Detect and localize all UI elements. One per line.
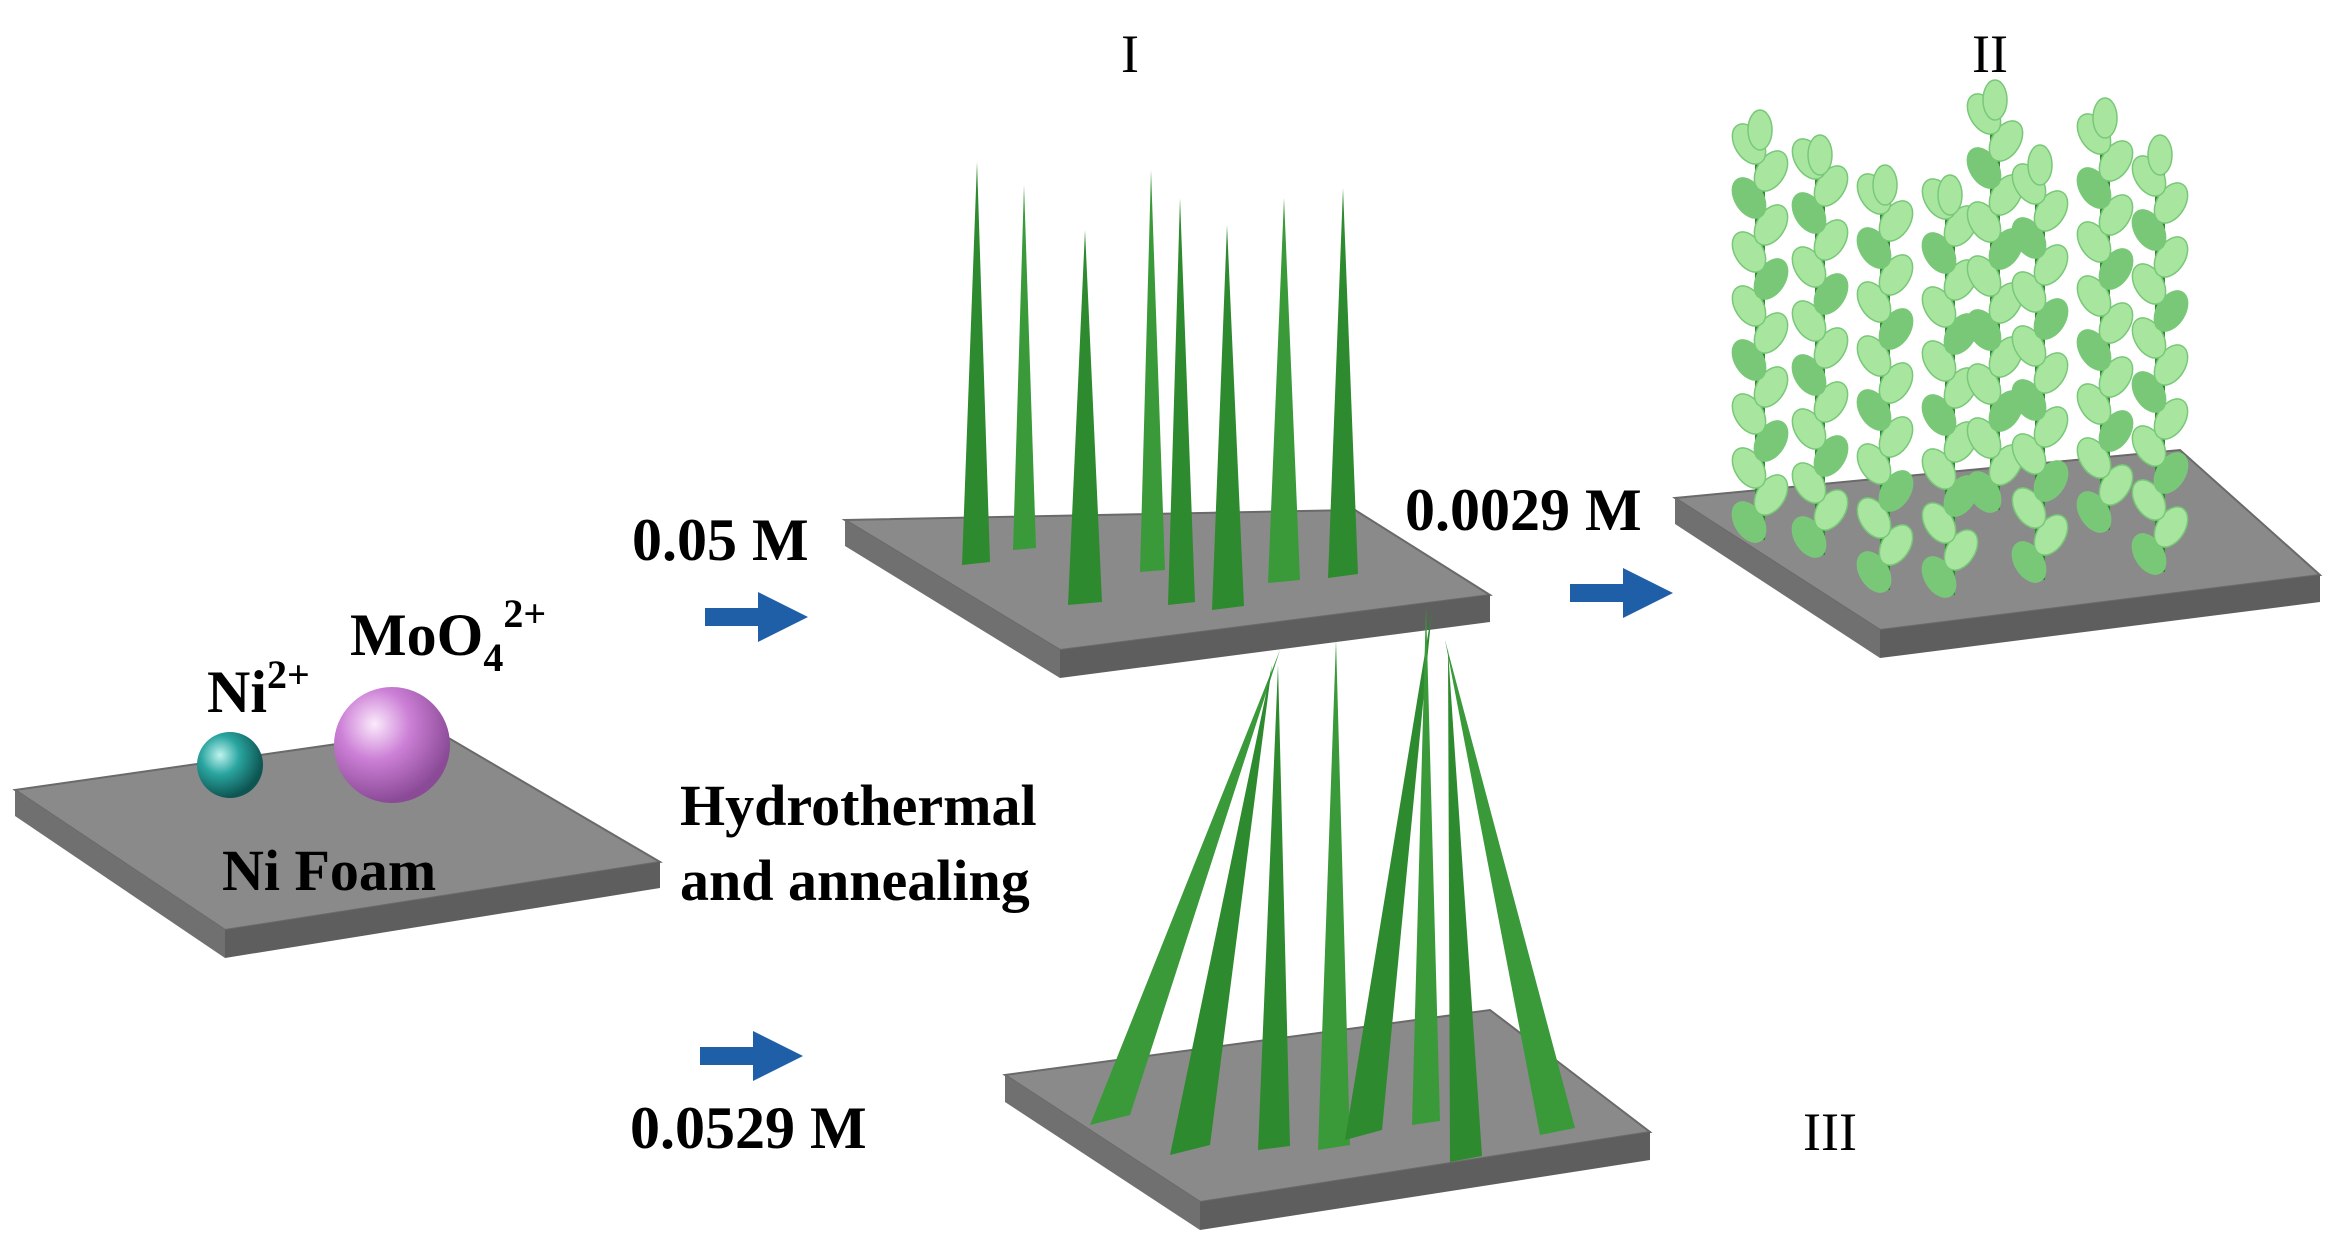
leafy-stalk <box>1791 134 1849 558</box>
ni-foam-plate-side <box>15 790 225 958</box>
panel-III-needle <box>1090 650 1280 1125</box>
leaf-petal-tip <box>2092 97 2118 139</box>
leafy-stalk <box>2131 134 2189 575</box>
panel-I-needle <box>1328 188 1358 578</box>
process-label-line1: Hydrothermal <box>680 773 1037 838</box>
panel-I-needle <box>1212 225 1244 610</box>
concentration-second-step: 0.0029 M <box>1405 477 1642 543</box>
panel-I-needle <box>962 162 990 565</box>
ni-ion-label: Ni2+ <box>207 652 310 725</box>
panel-I-needle <box>1168 198 1195 605</box>
leaf-petal-tip <box>1937 174 1963 216</box>
ni-ion-sphere <box>197 732 263 798</box>
leaf-petal-tip <box>1747 109 1773 151</box>
panel-III-needle <box>1412 605 1440 1125</box>
arrow-to-panel-I <box>705 592 808 642</box>
ni-foam-label: Ni Foam <box>222 838 436 903</box>
concentration-lower: 0.0529 M <box>630 1095 867 1161</box>
process-label-line2: and annealing <box>680 848 1030 913</box>
molybdate-ion-label: MoO42+ <box>350 591 546 680</box>
panel-I-plate-side <box>845 520 1060 678</box>
leafy-stalk <box>1921 174 1979 598</box>
panel-I-plate <box>841 508 1493 678</box>
panel-label-III: III <box>1803 1102 1857 1162</box>
concentration-upper: 0.05 M <box>632 507 809 573</box>
panel-III-needle <box>1170 665 1272 1155</box>
arrow-to-panel-II <box>1570 568 1673 618</box>
arrow-to-panel-III <box>700 1031 803 1081</box>
leaf-petal-tip <box>1872 164 1898 206</box>
panel-I-nanoneedles <box>962 162 1358 610</box>
panel-II-leafy-nanostructures <box>1731 79 2189 598</box>
panel-I-needle <box>1068 230 1102 605</box>
ni-foam-plate-front <box>225 862 660 958</box>
leaf-petal-tip <box>1807 134 1833 176</box>
panel-III-needle <box>1345 610 1432 1140</box>
leaf-petal-tip <box>2027 144 2053 186</box>
panel-III-needle <box>1448 650 1482 1162</box>
panel-I-plate-front <box>1060 595 1490 678</box>
panel-III-plate-front <box>1200 1132 1650 1230</box>
panel-label-I: I <box>1121 24 1139 84</box>
panel-I-needle <box>1013 185 1036 550</box>
panel-III-plate-side <box>1005 1075 1200 1230</box>
leaf-petal-tip <box>1982 79 2008 121</box>
panel-III-needle <box>1258 665 1290 1150</box>
panel-III-needle <box>1445 640 1575 1135</box>
ni-foam-substrate <box>12 728 663 958</box>
leafy-stalk <box>2011 144 2069 583</box>
leafy-stalk <box>2076 97 2134 533</box>
leafy-stalk <box>1966 79 2024 513</box>
leafy-stalk <box>1731 109 1789 543</box>
panel-II-plate-front <box>1880 575 2320 658</box>
leafy-stalk <box>1856 164 1914 593</box>
panel-III-nanoneedles <box>1090 605 1575 1162</box>
panel-label-II: II <box>1972 24 2008 84</box>
molybdate-ion-sphere <box>334 687 450 803</box>
panel-I-needle <box>1268 198 1300 583</box>
leaf-petal-tip <box>2147 134 2173 176</box>
panel-I-needle <box>1140 170 1165 572</box>
panel-III-needle <box>1318 640 1350 1150</box>
panel-II-plate-side <box>1675 498 1880 658</box>
